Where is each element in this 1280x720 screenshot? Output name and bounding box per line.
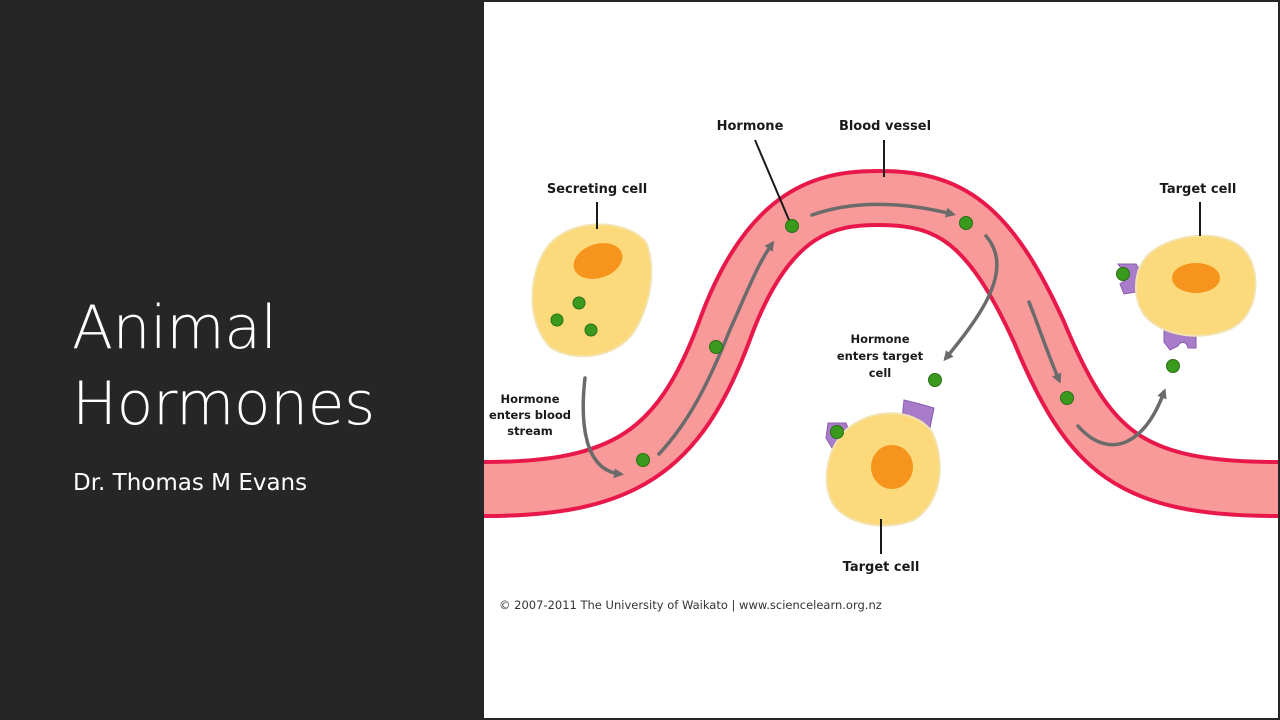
hormone-molecule xyxy=(709,340,723,354)
label-blood-vessel: Blood vessel xyxy=(839,119,931,134)
blood-vessel xyxy=(484,168,1278,518)
slide-title-line-1: Animal xyxy=(72,293,277,363)
label-hormone: Hormone xyxy=(717,119,784,134)
bound-hormone xyxy=(830,425,844,439)
arrow-secretion xyxy=(581,376,624,479)
leader-lines xyxy=(596,139,1201,554)
label-enters-target-line-3: cell xyxy=(869,366,892,380)
label-target-cell-right: Target cell xyxy=(1160,182,1237,197)
hormone-molecule xyxy=(959,216,973,230)
slide-title: Animal Hormones xyxy=(72,290,472,442)
target-cell-right xyxy=(1116,234,1257,351)
arrow-vessel-rise xyxy=(657,240,775,456)
label-enters-target-line-1: Hormone xyxy=(850,332,909,346)
slide-subtitle: Dr. Thomas M Evans xyxy=(73,470,308,496)
label-enters-blood-line-1: Hormone xyxy=(500,392,559,406)
diagram-canvas: Secreting cell Hormone Blood vessel Targ… xyxy=(484,119,1278,612)
slide-title-line-2: Hormones xyxy=(72,369,375,439)
target-cell-bottom-nucleus xyxy=(871,445,913,489)
secreting-cell xyxy=(531,223,653,358)
stored-hormone xyxy=(550,313,564,327)
copyright-notice: © 2007-2011 The University of Waikato | … xyxy=(499,598,882,612)
target-cell-right-nucleus xyxy=(1172,263,1220,293)
hormone-diagram: Secreting cell Hormone Blood vessel Targ… xyxy=(484,2,1278,718)
arrow-vessel-fall xyxy=(1027,300,1062,384)
hormone-molecule xyxy=(1060,391,1074,405)
hormone-molecule xyxy=(785,219,799,233)
label-enters-blood-line-3: stream xyxy=(507,424,553,438)
stored-hormone xyxy=(572,296,586,310)
bound-hormone xyxy=(1116,267,1130,281)
arrow-vessel-top xyxy=(810,202,956,218)
label-enters-blood-line-2: enters blood xyxy=(489,408,571,422)
leader-hormone xyxy=(754,139,790,221)
arrow-to-right-target xyxy=(1076,388,1167,447)
label-enters-target-cell: Hormone enters target cell xyxy=(837,332,924,380)
hormone-molecule xyxy=(1166,359,1180,373)
stored-hormone xyxy=(584,323,598,337)
label-target-cell-bottom: Target cell xyxy=(843,560,920,575)
label-enters-blood-stream: Hormone enters blood stream xyxy=(489,392,571,438)
hormone-molecule xyxy=(636,453,650,467)
circulating-hormones xyxy=(636,216,1180,467)
label-enters-target-line-2: enters target xyxy=(837,349,924,363)
secreting-cell-nucleus xyxy=(573,243,623,279)
label-secreting-cell: Secreting cell xyxy=(547,182,647,197)
title-panel: Animal Hormones Dr. Thomas M Evans xyxy=(0,0,484,720)
hormone-molecule xyxy=(928,373,942,387)
target-cell-bottom xyxy=(825,399,941,527)
flow-arrows xyxy=(581,202,1167,479)
arrow-to-bottom-target xyxy=(943,234,999,362)
